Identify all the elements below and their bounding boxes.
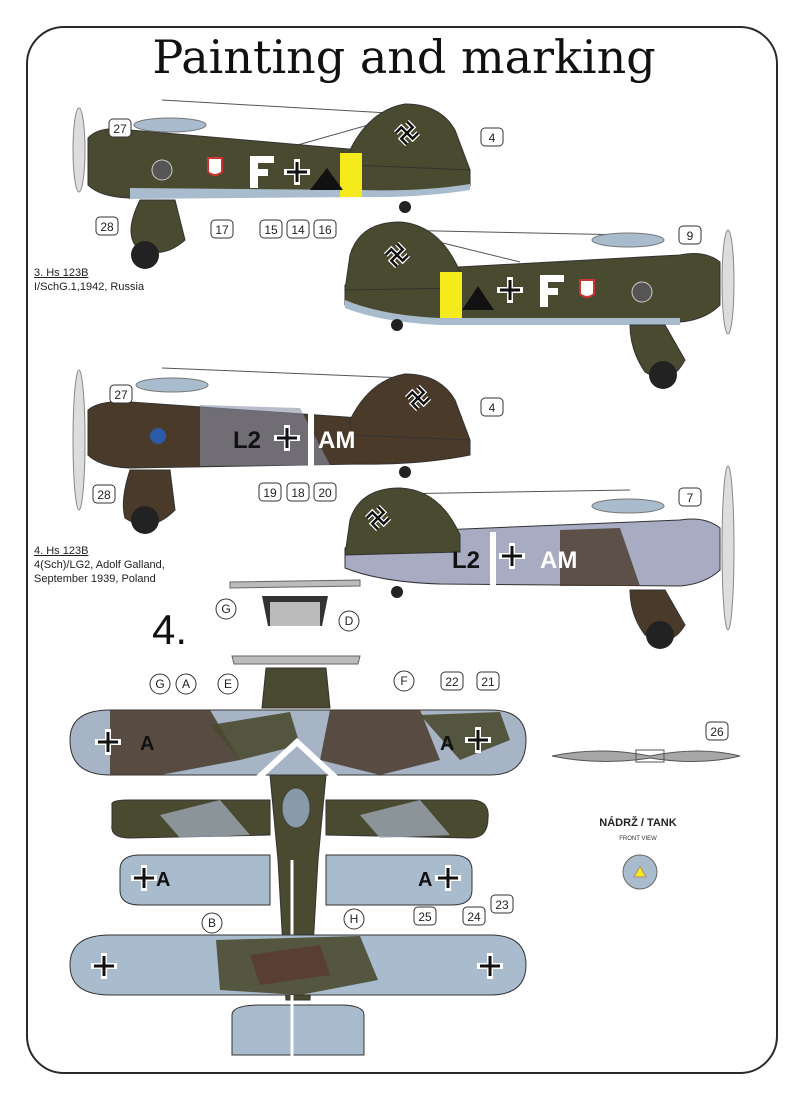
profile-c-aircraft: L2 AM bbox=[72, 367, 471, 534]
caption-3-line-1: I/SchG.1,1942, Russia bbox=[34, 281, 145, 293]
caption-3-heading: 3. Hs 123B bbox=[34, 267, 89, 279]
plan-lower-right-letter: A bbox=[418, 869, 432, 891]
callout-G1: G bbox=[215, 598, 237, 620]
svg-text:D: D bbox=[345, 614, 354, 628]
tank-title: NÁDRŽ / TANK bbox=[599, 817, 677, 829]
svg-text:22: 22 bbox=[445, 675, 459, 689]
plan-view: A A A A bbox=[69, 655, 527, 1060]
svg-text:G: G bbox=[221, 602, 230, 616]
svg-text:16: 16 bbox=[318, 223, 332, 237]
callout-B: B bbox=[201, 912, 223, 934]
svg-text:18: 18 bbox=[291, 486, 305, 500]
caption-3: 3. Hs 123B I/SchG.1,1942, Russia bbox=[34, 266, 144, 294]
callout-25: 25 bbox=[413, 906, 437, 926]
callout-7: 7 bbox=[678, 487, 702, 507]
callout-18: 18 bbox=[286, 482, 310, 502]
callout-15: 15 bbox=[259, 219, 283, 239]
svg-text:9: 9 bbox=[687, 229, 694, 243]
plan-lower-left-letter: A bbox=[156, 869, 170, 891]
callout-28b: 28 bbox=[92, 484, 116, 504]
svg-text:21: 21 bbox=[481, 675, 495, 689]
svg-text:26: 26 bbox=[710, 725, 724, 739]
profile-c-right-code: AM bbox=[318, 427, 355, 454]
callout-22: 22 bbox=[440, 671, 464, 691]
callout-27a: 27 bbox=[108, 118, 132, 138]
callout-4b: 4 bbox=[480, 397, 504, 417]
caption-4-line-2: September 1939, Poland bbox=[34, 573, 156, 585]
callout-24: 24 bbox=[462, 906, 486, 926]
callout-G2: G bbox=[149, 673, 171, 695]
callout-23: 23 bbox=[490, 894, 514, 914]
callout-20: 20 bbox=[313, 482, 337, 502]
profile-d-right-code: AM bbox=[540, 547, 577, 574]
callout-14: 14 bbox=[286, 219, 310, 239]
profile-c-left-code: L2 bbox=[233, 427, 261, 454]
svg-text:E: E bbox=[224, 677, 232, 691]
plan-upper-right-letter: A bbox=[440, 733, 454, 755]
callout-28a: 28 bbox=[95, 216, 119, 236]
svg-text:B: B bbox=[208, 916, 216, 930]
profile-d-left-code: L2 bbox=[452, 547, 480, 574]
profile-d-aircraft: L2 AM bbox=[344, 465, 735, 649]
svg-text:28: 28 bbox=[97, 488, 111, 502]
callout-9: 9 bbox=[678, 225, 702, 245]
callout-A: A bbox=[175, 673, 197, 695]
svg-text:28: 28 bbox=[100, 220, 114, 234]
callouts: 27 28 17 15 14 16 4 9 27 28 19 18 20 4 7… bbox=[92, 118, 729, 934]
svg-text:G: G bbox=[155, 677, 164, 691]
svg-text:25: 25 bbox=[418, 910, 432, 924]
svg-text:H: H bbox=[350, 912, 359, 926]
section-number: 4. bbox=[152, 606, 188, 653]
caption-4-heading: 4. Hs 123B bbox=[34, 545, 89, 557]
svg-text:14: 14 bbox=[291, 223, 305, 237]
svg-text:15: 15 bbox=[264, 223, 278, 237]
callout-26: 26 bbox=[705, 721, 729, 741]
svg-text:A: A bbox=[182, 677, 190, 691]
callout-4a: 4 bbox=[480, 127, 504, 147]
callout-16: 16 bbox=[313, 219, 337, 239]
callout-D: D bbox=[338, 610, 360, 632]
tank-side-view bbox=[551, 749, 741, 763]
callout-E: E bbox=[217, 673, 239, 695]
caption-4-line-1: 4(Sch)/LG2, Adolf Galland, bbox=[34, 559, 165, 571]
svg-text:27: 27 bbox=[114, 388, 128, 402]
callout-F: F bbox=[393, 670, 415, 692]
tank-subtitle: FRONT VIEW bbox=[619, 836, 657, 842]
profile-b-aircraft bbox=[344, 221, 735, 389]
svg-text:7: 7 bbox=[687, 491, 694, 505]
tank-front-view bbox=[622, 854, 658, 890]
svg-text:4: 4 bbox=[489, 131, 496, 145]
callout-27b: 27 bbox=[109, 384, 133, 404]
callout-19: 19 bbox=[258, 482, 282, 502]
front-view-prop bbox=[229, 579, 361, 626]
callout-H: H bbox=[343, 908, 365, 930]
svg-text:17: 17 bbox=[215, 223, 229, 237]
svg-text:24: 24 bbox=[467, 910, 481, 924]
svg-text:27: 27 bbox=[113, 122, 127, 136]
svg-text:23: 23 bbox=[495, 898, 509, 912]
callout-21: 21 bbox=[476, 671, 500, 691]
page-title: Painting and marking bbox=[152, 30, 656, 84]
plan-upper-left-letter: A bbox=[140, 733, 154, 755]
svg-text:4: 4 bbox=[489, 401, 496, 415]
svg-text:19: 19 bbox=[263, 486, 277, 500]
svg-text:F: F bbox=[400, 674, 407, 688]
svg-text:20: 20 bbox=[318, 486, 332, 500]
caption-4: 4. Hs 123B 4(Sch)/LG2, Adolf Galland, Se… bbox=[34, 544, 165, 586]
callout-17: 17 bbox=[210, 219, 234, 239]
